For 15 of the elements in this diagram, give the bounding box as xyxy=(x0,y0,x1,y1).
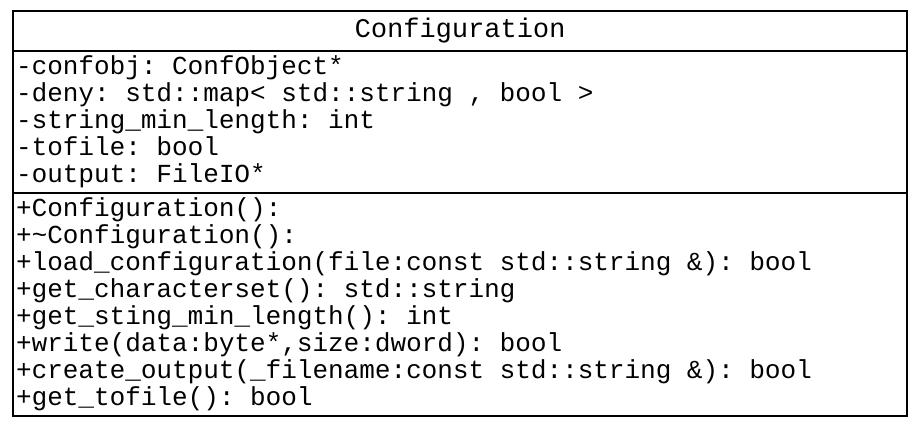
method: +get_sting_min_length(): int xyxy=(16,304,453,331)
attribute: -output: FileIO* xyxy=(16,162,266,189)
class-name: Configuration xyxy=(354,15,566,48)
method: +~Configuration(): xyxy=(16,223,297,250)
method: +get_characterset(): std::string xyxy=(16,277,516,304)
attribute: -confobj: ConfObject* xyxy=(16,54,344,81)
method: +get_tofile(): bool xyxy=(16,385,312,412)
attribute: -deny: std::map< std::string , bool > xyxy=(16,81,594,108)
attribute: -tofile: bool xyxy=(16,135,219,162)
method: +Configuration(): xyxy=(16,196,282,223)
class-box xyxy=(12,10,908,417)
method: +write(data:byte*,size:dword): bool xyxy=(16,331,562,358)
method: +load_configuration(file:const std::string &): bool xyxy=(16,250,812,277)
attribute: -string_min_length: int xyxy=(16,108,375,135)
method: +create_output(_filename:const std::string &): bool xyxy=(16,358,812,385)
